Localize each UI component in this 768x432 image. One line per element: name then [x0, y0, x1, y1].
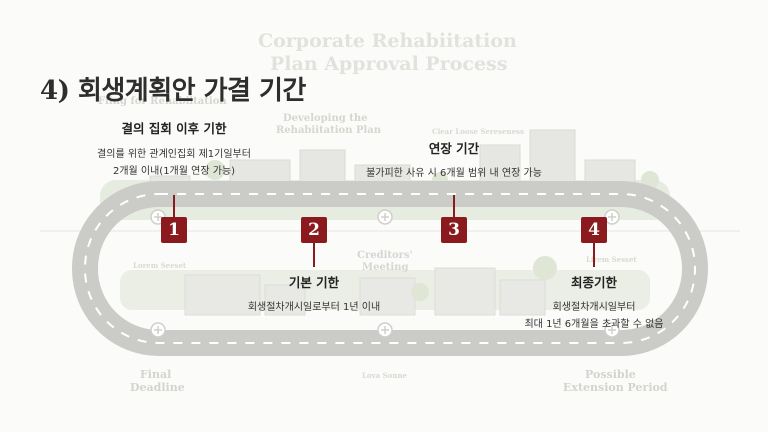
step-3-connector — [453, 195, 455, 217]
bg-lorem-left-label: Lorem Seeset — [133, 261, 187, 270]
step-1-description-line2: 2개월 이내(1개월 연장 가능) — [112, 166, 236, 177]
bg-possible-line2: Extension Period — [563, 381, 668, 394]
bg-clear-loose-label: Clear Loose Sereseness — [432, 127, 524, 136]
step-3-marker: 3 — [441, 217, 467, 243]
step-1-heading: 결의 집회 이후 기한 — [121, 121, 227, 136]
step-4-description-line2: 최대 1년 6개월을 초과할 수 없음 — [524, 319, 664, 330]
bg-creditors-line1: Creditors' — [357, 250, 413, 261]
title-text: 회생계획안 가결 기간 — [77, 76, 306, 106]
bg-heading-line1: Corporate Rehabiitation — [258, 30, 517, 52]
bg-heading-line2: Plan Approval Process — [270, 53, 508, 75]
step-2-marker: 2 — [301, 217, 327, 243]
slide-title: 4) 회생계획안 가결 기간 — [40, 70, 306, 107]
bg-final-line2: Deadline — [130, 381, 185, 394]
bg-lorem-right-label: Lirem Sesset — [586, 255, 637, 264]
bg-creditors-line2: Meeting — [362, 262, 409, 273]
step-2-connector — [313, 243, 315, 267]
bg-developing-line1: Developing the — [283, 113, 368, 124]
bg-filing-label: Fling for Rehabiitation — [98, 96, 227, 107]
step-4-heading: 최종기한 — [570, 275, 617, 290]
title-number: 4) — [40, 76, 70, 106]
step-4-connector — [593, 243, 595, 267]
step-1-block: 결의 집회 이후 기한 결의를 위한 관계인집회 제1기일부터 2개월 이내(1… — [68, 121, 280, 180]
step-1-description-line1: 결의를 위한 관계인집회 제1기일부터 — [97, 149, 251, 160]
step-4-marker: 4 — [581, 217, 607, 243]
step-4-block: 최종기한 회생절차개시일부터 최대 1년 6개월을 초과할 수 없음 — [494, 275, 694, 333]
bg-possible-line1: Possible — [585, 368, 636, 381]
step-3-description-line1: 불가피한 사유 시 6개월 범위 내 연장 가능 — [366, 168, 542, 179]
step-2-block: 기본 기한 회생절차개시일로부터 1년 이내 — [213, 275, 415, 316]
step-3-block: 연장 기간 불가피한 사유 시 6개월 범위 내 연장 가능 — [344, 141, 564, 182]
bg-final-line1: Final — [140, 368, 172, 381]
bg-developing-line2: Rehabiitation Plan — [276, 125, 382, 136]
step-2-description-line1: 회생절차개시일로부터 1년 이내 — [247, 302, 381, 313]
step-2-heading: 기본 기한 — [288, 275, 340, 290]
step-4-description-line1: 회생절차개시일부터 — [552, 302, 636, 313]
bg-love-sonne-label: Lova Sonne — [362, 371, 407, 380]
step-1-connector — [173, 195, 175, 217]
step-1-marker: 1 — [161, 217, 187, 243]
step-3-heading: 연장 기간 — [428, 141, 480, 156]
